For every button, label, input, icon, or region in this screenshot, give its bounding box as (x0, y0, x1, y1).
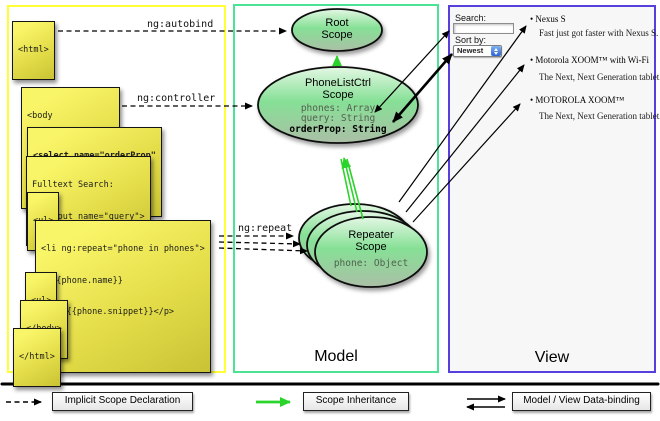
prop-query: query: String (300, 113, 376, 125)
implicit-scope-arrows (58, 27, 308, 255)
code-box-html-open: <html> (12, 21, 55, 80)
prop-orderprop: orderProp: String (289, 123, 387, 135)
product-name: MOTOROLA XOOM™ (530, 95, 624, 105)
root-scope-ellipse (291, 8, 383, 52)
product-description: The Next, Next Generation tablet. (539, 111, 660, 121)
view-panel (448, 5, 656, 373)
legend-model-view-data-binding: Model / View Data-binding (512, 392, 651, 411)
ng-controller-label: ng:controller (137, 93, 216, 104)
legend-implicit-scope-declaration: Implicit Scope Declaration (52, 392, 193, 411)
legend-scope-inheritance: Scope Inheritance (303, 392, 409, 411)
code-box-html-close: </html> (13, 328, 61, 387)
product-description: The Next, Next Generation tablet. (539, 72, 660, 82)
sort-select-value: Newest (457, 46, 484, 55)
data-binding-arrows (374, 25, 527, 223)
product-name: Nexus S (530, 14, 565, 24)
legend-double-arrow-icon (466, 395, 506, 411)
phonelistctrl-scope-label: PhoneListCtrl Scope phones: Array query:… (258, 77, 418, 135)
product-name: Motorola XOOM™ with Wi-Fi (530, 55, 649, 65)
root-scope-label: Root Scope (321, 17, 353, 41)
repeater-scope-ellipses (298, 203, 428, 288)
repeater-scope-label: Repeater Scope phone: Object (315, 229, 427, 269)
stepper-down-arrow-icon (493, 51, 498, 55)
product-description: Fast just got faster with Nexus S. (539, 28, 659, 38)
prop-phone: phone: Object (333, 258, 409, 269)
model-panel-title: Model (314, 348, 358, 365)
search-label: Search: (455, 13, 487, 23)
prop-phones: phones: Array (300, 103, 376, 114)
sort-by-label: Sort by: (455, 35, 487, 45)
ng-repeat-label: ng:repeat (238, 223, 293, 234)
scope-inheritance-arrows (332, 55, 364, 220)
sort-select[interactable]: Newest (453, 45, 502, 57)
search-input[interactable] (453, 23, 514, 34)
select-stepper-icon (490, 46, 501, 56)
stepper-up-arrow-icon (493, 47, 498, 51)
ng-autobind-label: ng:autobind (147, 19, 214, 30)
view-panel-title: View (534, 349, 570, 366)
